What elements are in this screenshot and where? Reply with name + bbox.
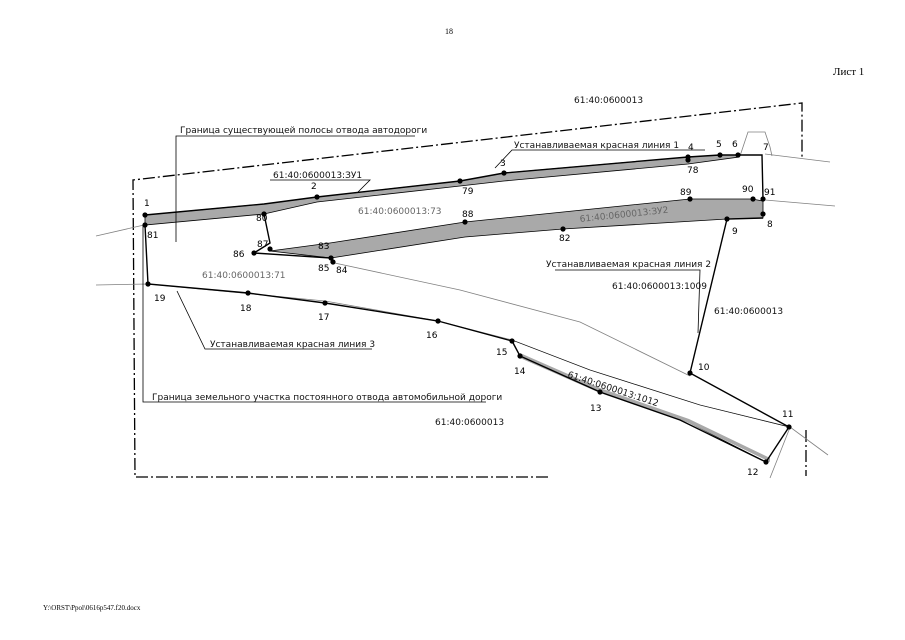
- red-line-3-label: Устанавливаемая красная линия 3: [210, 340, 375, 350]
- point-label: 84: [336, 266, 348, 276]
- cadastral-parcel-1012: 61:40:0600013:1012: [566, 370, 659, 409]
- point-label: 19: [154, 294, 166, 304]
- point-label: 9: [732, 227, 738, 237]
- cadastral-block-right: 61:40:0600013: [714, 307, 783, 317]
- point-label: 89: [680, 188, 692, 198]
- point-label: 83: [318, 242, 329, 252]
- point-label: 12: [747, 468, 758, 478]
- point-label: 10: [698, 363, 710, 373]
- point-label: 79: [462, 187, 474, 197]
- cadastral-block-bottom: 61:40:0600013: [435, 418, 504, 428]
- existing-strip-boundary-label: Граница существующей полосы отвода автод…: [180, 126, 427, 136]
- point-label: 85: [318, 264, 329, 274]
- leader-lines: [142, 135, 705, 403]
- point-label: 82: [559, 234, 570, 244]
- point-labels: 1 2 3 4 5 6 7 8 9 10 11 12 13 14 15 16 1…: [144, 140, 793, 478]
- cadastral-parcel-71: 61:40:0600013:71: [202, 271, 286, 281]
- red-line-2-label: Устанавливаемая красная линия 2: [546, 260, 711, 270]
- point-label: 2: [311, 182, 317, 192]
- point-label: 15: [496, 348, 507, 358]
- cadastral-block-top: 61:40:0600013: [574, 96, 643, 106]
- point-label: 1: [144, 199, 150, 209]
- point-label: 88: [462, 210, 474, 220]
- cadastral-parcel-73: 61:40:0600013:73: [358, 207, 442, 217]
- point-label: 18: [240, 304, 252, 314]
- cadastral-zu1: 61:40:0600013:ЗУ1: [273, 171, 362, 181]
- point-label: 11: [782, 410, 793, 420]
- sheet-label: Лист 1: [833, 66, 865, 78]
- point-label: 5: [716, 140, 722, 150]
- point-label: 7: [763, 143, 769, 153]
- point-label: 17: [318, 313, 329, 323]
- point-label: 86: [233, 250, 245, 260]
- point-label: 80: [256, 214, 268, 224]
- point-label: 81: [147, 231, 158, 241]
- point-label: 14: [514, 367, 526, 377]
- parcel-zu2-area: [269, 198, 764, 259]
- point-label: 91: [764, 188, 775, 198]
- point-label: 78: [687, 166, 699, 176]
- boundary-vertices: [142, 152, 792, 465]
- land-plot-boundary-line: [132, 102, 803, 478]
- land-plot-boundary-label: Граница земельного участка постоянного о…: [152, 393, 502, 403]
- point-label: 8: [767, 220, 773, 230]
- red-line-1-label: Устанавливаемая красная линия 1: [514, 141, 679, 151]
- point-label: 6: [732, 140, 738, 150]
- point-label: 87: [257, 240, 268, 250]
- point-label: 3: [500, 159, 506, 169]
- point-label: 90: [742, 185, 754, 195]
- page-number: 18: [445, 27, 453, 36]
- point-label: 16: [426, 331, 438, 341]
- point-label: 13: [590, 404, 601, 414]
- footer-file-path: Y:\ORST\Ppol\0616p547.f20.docx: [43, 604, 141, 612]
- cadastral-parcel-1009: 61:40:0600013:1009: [612, 282, 707, 292]
- point-label: 4: [688, 143, 694, 153]
